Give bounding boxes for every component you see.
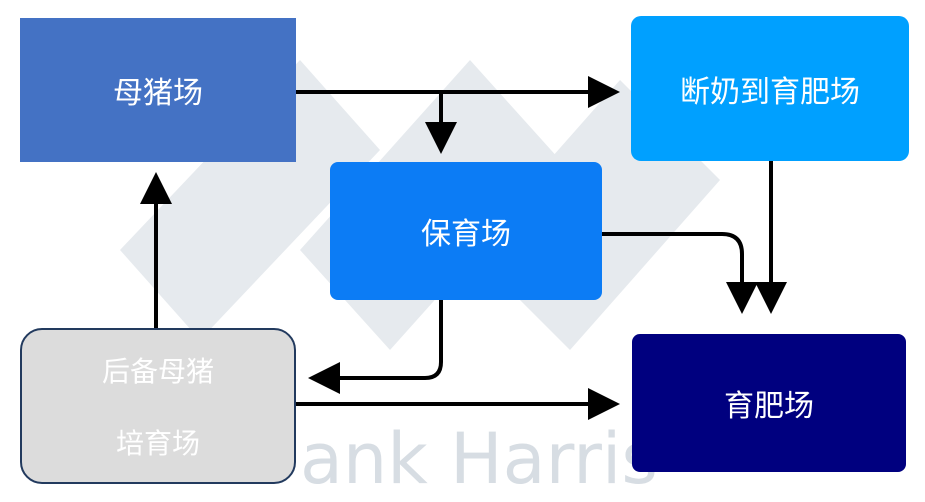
sow-farm-node: 母猪场: [20, 18, 296, 162]
nursery-node: 保育场: [330, 162, 602, 300]
arrow-nursery-to-finishing: [602, 232, 758, 314]
watermark-text: ank Harris: [300, 418, 658, 500]
gilt-label-line1: 后备母猪: [101, 355, 214, 388]
sow-farm-label: 母猪场: [113, 76, 203, 111]
gilt-development-node: 后备母猪 培育场: [20, 328, 296, 484]
gilt-label-line2: 培育场: [115, 427, 200, 460]
wean-to-finish-node: 断奶到育肥场: [631, 16, 909, 161]
finishing-label: 育肥场: [724, 389, 814, 424]
wean-to-finish-label: 断奶到育肥场: [680, 74, 860, 110]
arrow-nursery-to-gilt: [308, 300, 443, 394]
finishing-node: 育肥场: [632, 334, 906, 472]
nursery-label: 保育场: [421, 217, 511, 252]
